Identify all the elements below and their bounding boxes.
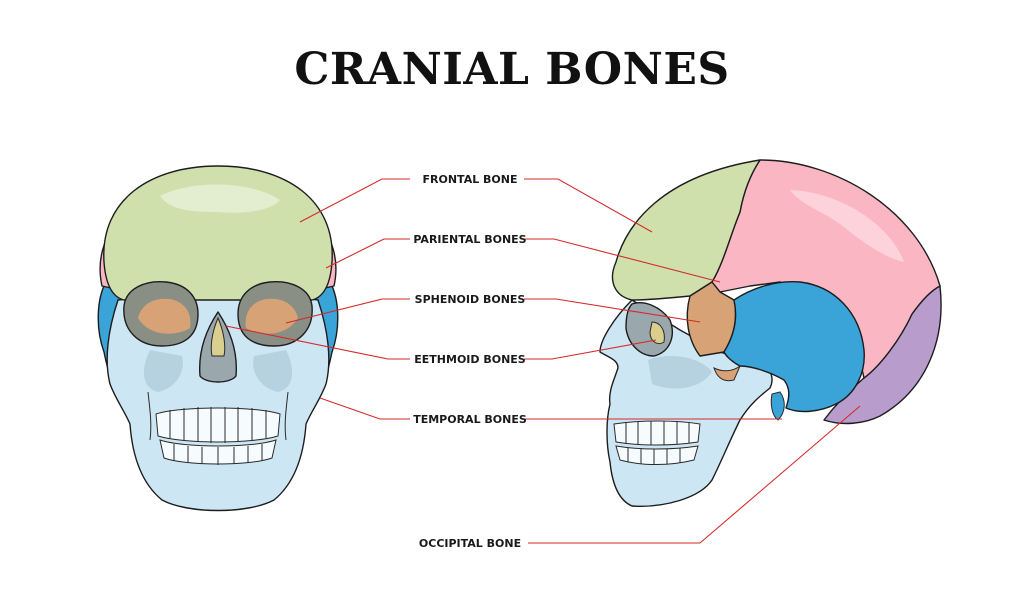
skull-side-view — [600, 160, 941, 506]
side-upper-teeth — [614, 421, 700, 445]
label-frontal-bone: FRONTAL BONE — [423, 173, 518, 186]
front-upper-teeth — [156, 408, 280, 442]
label-occipital-bone: OCCIPITAL BONE — [419, 537, 521, 550]
label-sphenoid-bones: SPHENOID BONES — [415, 293, 526, 306]
label-parietal-bones: PARIENTAL BONES — [413, 233, 526, 246]
skull-front-view — [98, 166, 338, 511]
side-temporal-process — [771, 392, 784, 420]
label-temporal-bones: TEMPORAL BONES — [413, 413, 527, 426]
labels: FRONTAL BONE PARIENTAL BONES SPHENOID BO… — [413, 173, 527, 550]
label-ethmoid-bones: EETHMOID BONES — [414, 353, 526, 366]
